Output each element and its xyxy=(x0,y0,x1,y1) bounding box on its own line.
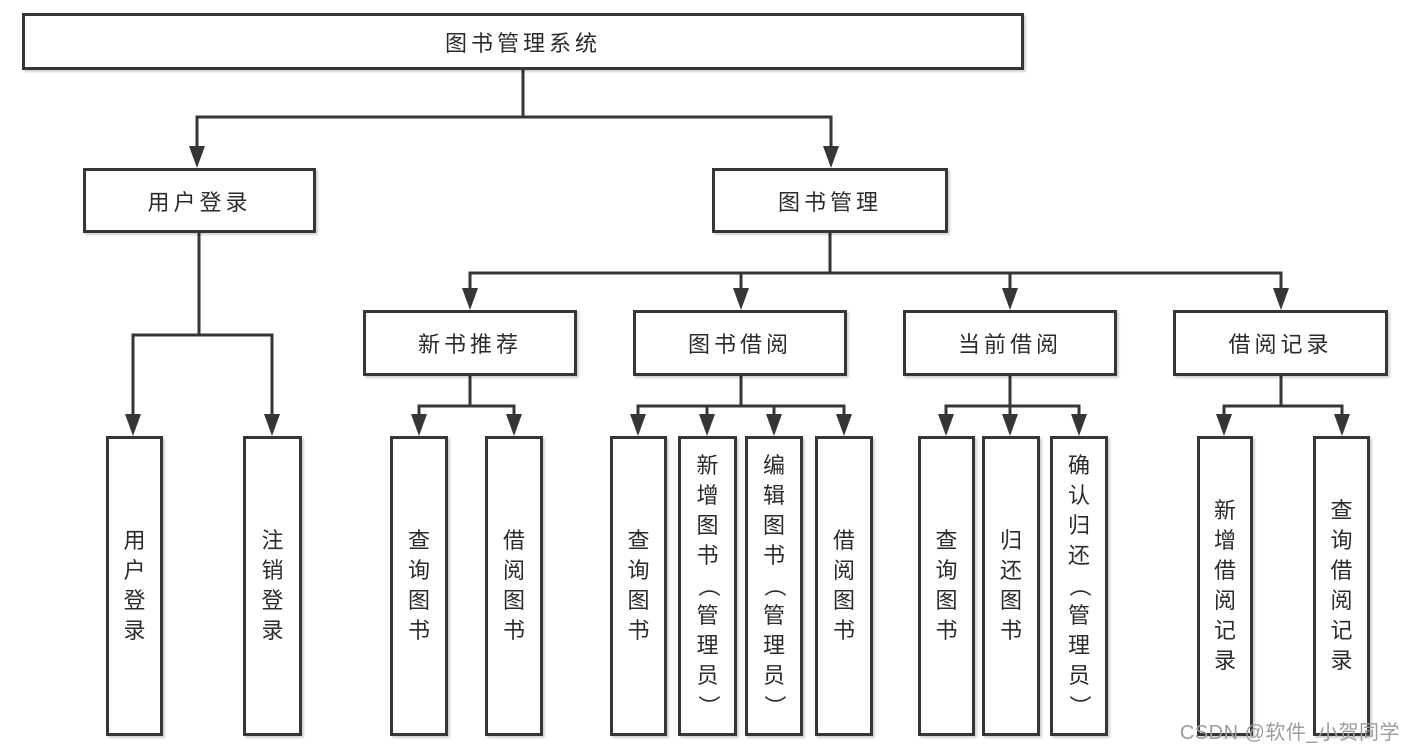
leaf-borrow-edit-books-admin: 编辑图书（管理员） xyxy=(745,436,803,736)
leaf-current-return-books: 归还图书 xyxy=(982,436,1040,736)
leaf-borrow-borrow-books-label: 借阅图书 xyxy=(832,528,855,643)
leaf-current-query-books: 查询图书 xyxy=(918,436,975,736)
leaf-user-login: 用户登录 xyxy=(106,436,163,736)
leaf-borrow-edit-books-admin-label: 编辑图书（管理员） xyxy=(762,453,787,717)
node-book-borrowing: 图书借阅 xyxy=(633,310,847,376)
leaf-records-query-record-label: 查询借阅记录 xyxy=(1330,498,1353,673)
leaf-borrow-add-books-admin-label: 新增图书（管理员） xyxy=(695,453,721,717)
leaf-records-query-record: 查询借阅记录 xyxy=(1313,436,1370,736)
leaf-current-return-books-label: 归还图书 xyxy=(999,528,1022,643)
leaf-current-confirm-return-admin: 确认归还（管理员） xyxy=(1050,436,1108,736)
leaf-records-add-record-label: 新增借阅记录 xyxy=(1213,498,1236,673)
node-book-management-label: 图书管理 xyxy=(777,189,882,215)
leaf-logout: 注销登录 xyxy=(243,436,302,736)
leaf-recommend-borrow-books: 借阅图书 xyxy=(485,436,543,736)
node-user-login-label: 用户登录 xyxy=(147,189,252,215)
node-new-book-recommendation: 新书推荐 xyxy=(363,310,577,376)
node-book-management: 图书管理 xyxy=(712,168,948,233)
leaf-borrow-query-books-label: 查询图书 xyxy=(627,528,650,643)
arrowhead-icons xyxy=(125,146,1350,436)
leaf-recommend-query-books-label: 查询图书 xyxy=(407,528,430,643)
node-borrowing-records: 借阅记录 xyxy=(1173,310,1388,376)
node-user-login: 用户登录 xyxy=(83,168,316,233)
leaf-borrow-add-books-admin: 新增图书（管理员） xyxy=(678,436,737,736)
node-book-borrowing-label: 图书借阅 xyxy=(687,332,792,357)
leaf-logout-label: 注销登录 xyxy=(261,528,284,643)
leaf-recommend-borrow-books-label: 借阅图书 xyxy=(502,528,525,643)
leaf-borrow-query-books: 查询图书 xyxy=(610,436,667,736)
leaf-current-confirm-return-admin-label: 确认归还（管理员） xyxy=(1067,453,1092,717)
node-current-borrowing-label: 当前借阅 xyxy=(957,332,1062,357)
node-new-book-recommendation-label: 新书推荐 xyxy=(417,332,522,357)
leaf-recommend-query-books: 查询图书 xyxy=(390,436,448,736)
leaf-current-query-books-label: 查询图书 xyxy=(935,528,958,643)
node-root-label: 图书管理系统 xyxy=(444,30,601,56)
node-root: 图书管理系统 xyxy=(22,13,1024,70)
node-borrowing-records-label: 借阅记录 xyxy=(1228,332,1333,357)
leaf-records-add-record: 新增借阅记录 xyxy=(1197,436,1253,736)
csdn-watermark: CSDN @软件_小贺同学 xyxy=(1179,722,1400,744)
leaf-borrow-borrow-books: 借阅图书 xyxy=(815,436,873,736)
node-current-borrowing: 当前借阅 xyxy=(903,310,1117,376)
leaf-user-login-label: 用户登录 xyxy=(123,528,146,643)
